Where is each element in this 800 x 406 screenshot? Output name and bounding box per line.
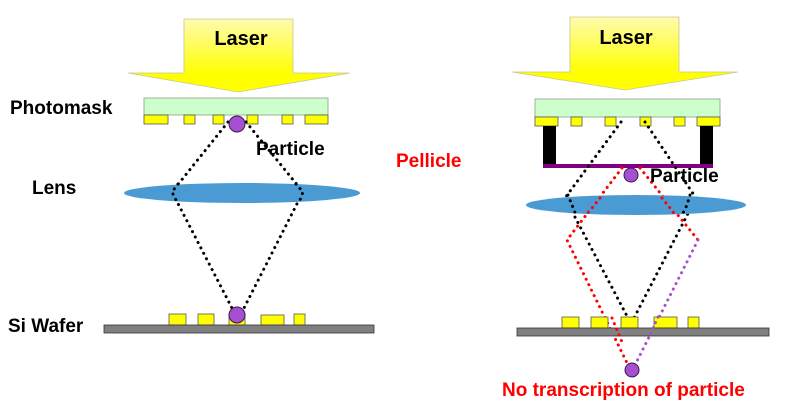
mask-pattern bbox=[304, 114, 329, 125]
lens-left bbox=[124, 183, 360, 203]
wafer-pattern bbox=[687, 316, 700, 329]
mask-pattern bbox=[246, 114, 259, 125]
light-path-focused-left bbox=[563, 120, 630, 320]
particle-label-left: Particle bbox=[256, 139, 325, 160]
wafer-pattern bbox=[260, 314, 285, 326]
laser-arrow-right bbox=[511, 16, 739, 91]
wafer-pattern bbox=[168, 313, 187, 326]
mask-pattern bbox=[696, 116, 721, 127]
defocused-path-right-lower bbox=[632, 238, 700, 369]
pellicle-label: Pellicle bbox=[396, 151, 462, 172]
mask-pattern bbox=[534, 116, 559, 127]
particle-image-on-wafer bbox=[228, 306, 246, 324]
wafer-pattern bbox=[561, 316, 580, 329]
pellicle-film bbox=[543, 164, 713, 168]
defocused-path-left bbox=[565, 166, 631, 369]
photomask-right bbox=[534, 98, 721, 118]
laser-label-right: Laser bbox=[599, 27, 653, 49]
mask-pattern bbox=[183, 114, 196, 125]
mask-pattern bbox=[604, 116, 617, 127]
particle-label-right: Particle bbox=[650, 166, 719, 187]
right-panel: Laser Particle bbox=[502, 16, 770, 401]
mask-pattern bbox=[212, 114, 225, 125]
laser-label-left: Laser bbox=[214, 28, 268, 50]
mask-pattern bbox=[281, 114, 294, 125]
laser-arrow-left bbox=[127, 18, 351, 93]
si-wafer-left bbox=[103, 324, 375, 334]
lens-right bbox=[526, 195, 746, 215]
mask-patterns-left bbox=[143, 114, 329, 125]
mask-pattern bbox=[143, 114, 169, 125]
particle-defocused-image bbox=[624, 362, 640, 378]
defocused-path-over-wafer-right bbox=[646, 315, 660, 341]
wafer-pattern bbox=[293, 313, 306, 326]
wafer-patterns-right bbox=[561, 316, 700, 329]
mask-pattern bbox=[673, 116, 686, 127]
wafer-pattern bbox=[653, 316, 678, 329]
wafer-pattern bbox=[590, 316, 609, 329]
mask-pattern bbox=[570, 116, 583, 127]
lens-label: Lens bbox=[32, 178, 76, 199]
light-path-over-lens-right-2 bbox=[680, 193, 692, 217]
photomask-left bbox=[143, 97, 329, 116]
defocused-over-lens-2 bbox=[660, 196, 678, 218]
mask-patterns-right bbox=[534, 116, 721, 127]
wafer-pattern bbox=[620, 316, 639, 329]
particle-on-mask-left bbox=[228, 115, 246, 133]
defocused-over-lens-1 bbox=[583, 196, 602, 218]
defocused-path-over-wafer-left bbox=[610, 316, 624, 344]
left-panel: Laser Particle bbox=[103, 18, 375, 334]
pellicle-frame-right bbox=[700, 126, 713, 166]
light-path-focused-right bbox=[632, 120, 698, 320]
light-path-left bbox=[170, 120, 236, 314]
particle-on-pellicle bbox=[623, 167, 639, 183]
pellicle-frame-left bbox=[543, 126, 556, 166]
wafer-pattern bbox=[197, 313, 215, 326]
light-path-over-lens-right bbox=[566, 193, 578, 217]
si-wafer-right bbox=[516, 327, 770, 337]
si-wafer-label: Si Wafer bbox=[8, 316, 84, 337]
no-transcription-label: No transcription of particle bbox=[502, 380, 745, 401]
photomask-label: Photomask bbox=[10, 98, 113, 119]
